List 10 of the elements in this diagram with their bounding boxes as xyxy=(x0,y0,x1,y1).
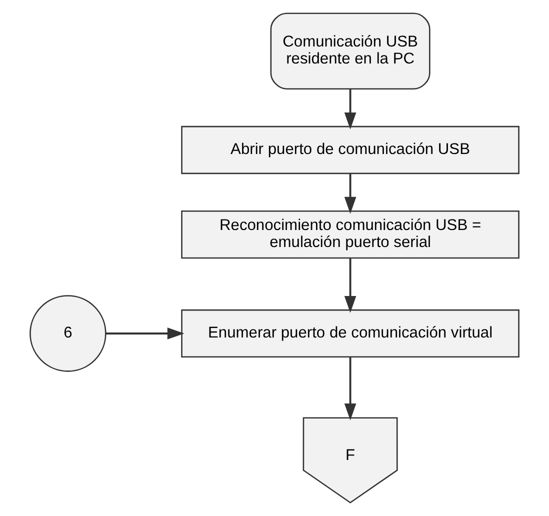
arrow xyxy=(344,174,356,214)
node-box: Comunicación USB residente en la PC xyxy=(270,12,430,90)
arrow xyxy=(344,258,356,313)
node-circle: 6 xyxy=(30,295,106,372)
arrow xyxy=(344,89,356,130)
arrow xyxy=(344,357,356,420)
arrow xyxy=(106,328,184,340)
node-box: Enumerar puerto de comunicación virtual xyxy=(181,309,520,358)
node-box: Abrir puerto de comunicación USB xyxy=(181,126,520,174)
node-box: Reconocimiento comunicación USB = emulación puerto serial xyxy=(181,210,520,259)
